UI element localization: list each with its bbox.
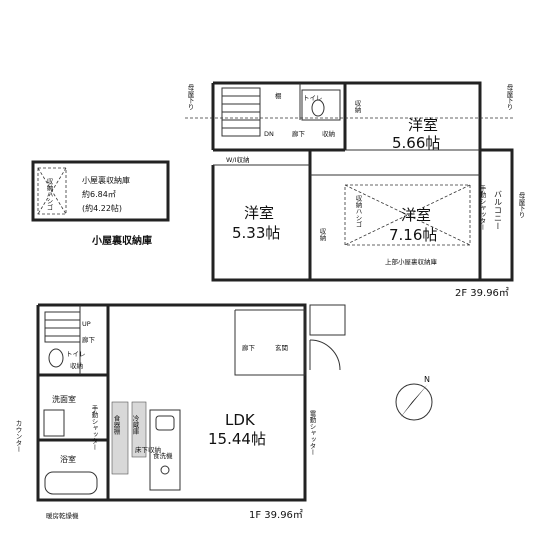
stove-icon [160, 465, 170, 475]
eaves-label-right: 母屋下り [505, 84, 513, 111]
fridge-label: 冷蔵庫 [131, 414, 139, 436]
attic-ladder-label: 収納ハシゴ [45, 178, 53, 211]
room-size-western-a: 5.66帖 [392, 134, 440, 152]
toilet-label-2f: トイレ [303, 94, 323, 102]
floor2-plan: 洋室 5.66帖 洋室 5.33帖 洋室 7.16帖 棚 トイレ 収納 DN 廊… [185, 81, 525, 299]
storage-label-1f: 収納 [70, 361, 83, 370]
fridge-area [131, 401, 147, 458]
washroom-label: 洗面室 [52, 394, 76, 404]
storage-label-2f-b: 収納 [353, 100, 361, 115]
floor1-outer-wall [36, 303, 307, 502]
stairs-1f [44, 311, 81, 343]
sink-icon [155, 415, 175, 431]
shutter-label-1f-right: 電動シャッター [308, 410, 316, 456]
balcony-label: バルコニー [494, 190, 503, 230]
floor2-area: 2F 39.96㎡ [455, 287, 509, 299]
room-size-western-b: 5.33帖 [232, 224, 280, 242]
storage-label-2f-c: 収納 [318, 228, 326, 243]
porch-tiles [309, 304, 346, 336]
hall-label-2f: 廊下 [292, 129, 306, 138]
floor-storage-label: 床下収納 [135, 445, 161, 454]
compass-ring [395, 383, 433, 421]
compass: N [395, 375, 433, 421]
eaves-label-right2: 母屋下り [517, 192, 525, 219]
bathtub-icon [44, 471, 98, 495]
attic-ladder-box [37, 167, 67, 215]
dn-label: DN [264, 130, 274, 138]
up-label: UP [82, 320, 91, 328]
cupboard [111, 401, 129, 475]
balcony-wall [480, 148, 514, 282]
room-name-western-b: 洋室 [244, 204, 274, 222]
toilet-bowl-1f-icon [48, 348, 64, 368]
washbasin-icon [43, 409, 65, 437]
toilet-bowl-2f-icon [311, 99, 325, 117]
shelf-label: 棚 [275, 91, 282, 100]
room-size-ldk: 15.44帖 [208, 430, 266, 448]
eaves-label-left: 母屋下り [186, 84, 194, 111]
bathroom-label: 浴室 [60, 454, 76, 464]
toilet-label-1f: トイレ [66, 350, 86, 358]
entrance-door-arc [309, 339, 341, 371]
attic-caption: 小屋裏収納庫 [91, 234, 152, 247]
attic-outline [31, 160, 170, 222]
dryer-label: 暖房乾燥機 [46, 511, 79, 520]
attic-room-name: 小屋裏収納庫 [82, 175, 130, 185]
compass-north-arrow-icon [400, 384, 428, 418]
kitchen-counter [149, 409, 181, 491]
floor1-area: 1F 39.96㎡ [249, 509, 303, 521]
dishwasher-label: 食洗機 [153, 451, 173, 460]
toilet-2f [301, 89, 341, 121]
attic-plan: 収納ハシゴ 小屋裏収納庫 約6.84㎡ (約4.22帖) 小屋裏収納庫 [31, 160, 170, 247]
room-name-ldk: LDK [225, 411, 256, 429]
wic-label: W/I収納 [226, 155, 250, 164]
attic-ladder-2f: 収納ハシゴ [354, 195, 362, 228]
attic-area-jo: (約4.22帖) [82, 203, 122, 213]
attic-above-note: 上部小屋裏収納庫 [385, 257, 438, 266]
attic-area: 約6.84㎡ [82, 189, 116, 199]
compass-n-label: N [424, 375, 430, 384]
counter-label: カウンター [14, 420, 22, 453]
attic-above-outline [344, 184, 471, 246]
hall-label-1f-left: 廊下 [82, 335, 96, 344]
floor1-plan: LDK 15.44帖 UP 廊下 廊下 玄関 トイレ 収納 洗面室 浴室 カウン… [14, 303, 346, 521]
hall-label-1f-entry: 廊下 [242, 343, 256, 352]
entrance-label: 玄関 [275, 343, 288, 352]
entrance-block [234, 309, 306, 376]
shutter-label-1f-left: 手動シャッター [90, 404, 98, 451]
room-name-western-c: 洋室 [401, 206, 431, 224]
storage-label-2f-a: 収納 [322, 129, 335, 138]
room-name-western-a: 洋室 [408, 116, 438, 134]
shutter-label-2f: 手動シャッター [478, 184, 486, 231]
room-size-western-c: 7.16帖 [389, 226, 437, 244]
cupboard-label: 食器棚 [112, 414, 120, 436]
